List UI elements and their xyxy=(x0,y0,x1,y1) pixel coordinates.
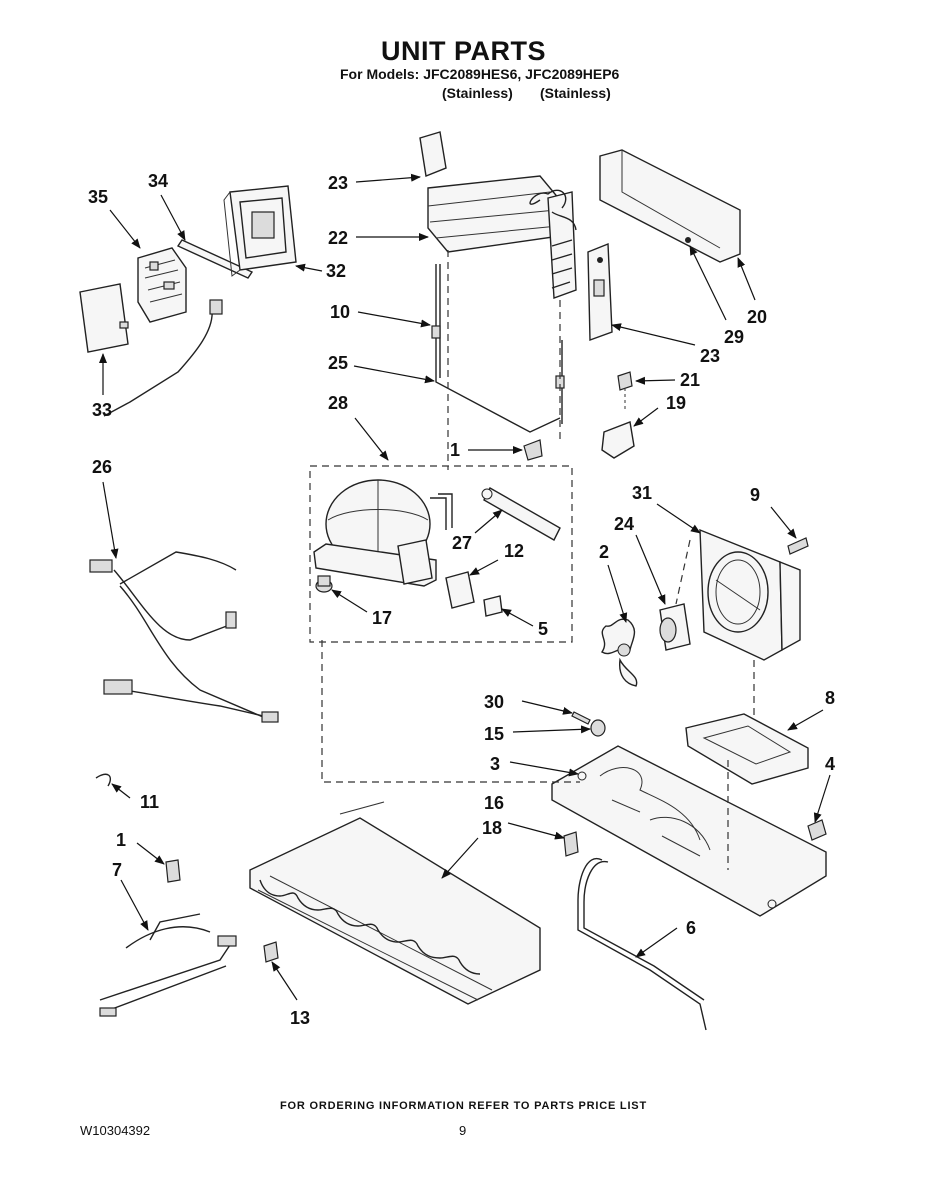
wire-harness-part xyxy=(89,299,279,723)
defrost-heater-part xyxy=(431,264,565,433)
overload-part xyxy=(483,595,503,617)
grommet-part xyxy=(315,575,333,593)
callout-17: 17 xyxy=(372,608,392,628)
compressor-group-box xyxy=(309,465,573,643)
base-screw-part xyxy=(807,819,827,841)
wire-clip-part xyxy=(95,773,112,787)
leveling-screw-part xyxy=(563,831,579,857)
callout-32: 32 xyxy=(326,261,346,281)
page-title: UNIT PARTS xyxy=(381,36,546,66)
condenser-coil-part xyxy=(249,801,541,1005)
leader-lines xyxy=(99,173,831,1001)
document-number: W10304392 xyxy=(80,1123,151,1138)
ordering-note: FOR ORDERING INFORMATION REFER TO PARTS … xyxy=(280,1100,647,1112)
models-line: For Models: JFC2089HES6, JFC2089HEP6 xyxy=(340,66,620,82)
callout-34: 34 xyxy=(148,171,168,191)
fan-blade-part xyxy=(601,618,638,687)
air-duct-part xyxy=(599,149,741,263)
callout-23-top: 23 xyxy=(328,173,348,193)
callout-19: 19 xyxy=(666,393,686,413)
evaporator-bracket-right-part xyxy=(587,242,613,341)
callout-3: 3 xyxy=(490,754,500,774)
control-board-part xyxy=(137,247,187,323)
callout-22: 22 xyxy=(328,228,348,248)
drain-tube-part xyxy=(577,857,707,1031)
screw-part xyxy=(617,371,633,412)
fan-shroud-part xyxy=(699,528,801,661)
strip-part xyxy=(176,239,254,279)
callout-9: 9 xyxy=(750,485,760,505)
mounting-bracket-part xyxy=(685,713,809,785)
callout-28: 28 xyxy=(328,393,348,413)
callout-15: 15 xyxy=(484,724,504,744)
finish-label-2: (Stainless) xyxy=(540,85,611,101)
callout-25: 25 xyxy=(328,353,348,373)
callout-2: 2 xyxy=(599,542,609,562)
callout-4: 4 xyxy=(825,754,835,774)
callout-20: 20 xyxy=(747,307,767,327)
screw-lower-part xyxy=(165,859,181,883)
board-cover-part xyxy=(79,283,129,353)
fan-screw-part xyxy=(787,537,809,555)
callout-1-top: 1 xyxy=(450,440,460,460)
condenser-clip-part xyxy=(263,941,279,963)
callout-29: 29 xyxy=(724,327,744,347)
callout-18: 18 xyxy=(482,818,502,838)
compressor-part xyxy=(313,479,453,587)
page-number: 9 xyxy=(459,1123,467,1138)
filter-drier-part xyxy=(481,487,561,541)
fan-motor-part xyxy=(659,603,691,651)
callout-13: 13 xyxy=(290,1008,310,1028)
pin-part xyxy=(571,711,591,725)
callout-33: 33 xyxy=(92,400,112,420)
callout-21: 21 xyxy=(680,370,700,390)
base-plate-part xyxy=(551,745,827,917)
callout-27: 27 xyxy=(452,533,472,553)
callout-30: 30 xyxy=(484,692,504,712)
callout-5: 5 xyxy=(538,619,548,639)
callout-31: 31 xyxy=(632,483,652,503)
callout-labels: 34 35 32 33 23 22 10 25 28 20 29 23 21 1… xyxy=(88,171,835,1028)
callout-1-bottom: 1 xyxy=(116,830,126,850)
callout-35: 35 xyxy=(88,187,108,207)
callout-12: 12 xyxy=(504,541,524,561)
clip-part xyxy=(601,421,635,459)
callout-23-right: 23 xyxy=(700,346,720,366)
screw-top-part xyxy=(523,439,543,461)
grommet-base-part xyxy=(590,719,606,737)
callout-6: 6 xyxy=(686,918,696,938)
callout-8: 8 xyxy=(825,688,835,708)
callout-10: 10 xyxy=(330,302,350,322)
evaporator-part xyxy=(419,131,577,299)
callout-26: 26 xyxy=(92,457,112,477)
callout-24: 24 xyxy=(614,514,634,534)
control-housing-part xyxy=(223,185,297,277)
start-relay-part xyxy=(445,571,475,609)
finish-label-1: (Stainless) xyxy=(442,85,513,101)
callout-16: 16 xyxy=(484,793,504,813)
power-harness-part xyxy=(99,913,237,1017)
callout-7: 7 xyxy=(112,860,122,880)
assembly-guide-lines xyxy=(321,250,755,870)
callout-11: 11 xyxy=(140,792,159,812)
